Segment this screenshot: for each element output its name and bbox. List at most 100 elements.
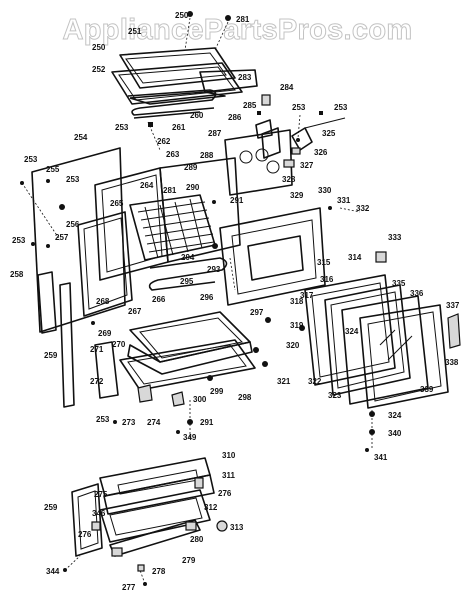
part-label: 257	[55, 233, 69, 242]
part-label: 340	[388, 429, 402, 438]
door-frame-330	[219, 207, 326, 306]
part-label: 283	[238, 73, 252, 82]
part-label: 324	[345, 327, 359, 336]
bake-element-295	[148, 257, 228, 291]
part-label: 253	[24, 155, 38, 164]
fasteners-top	[148, 11, 323, 127]
part-label: 324	[388, 411, 402, 420]
part-label: 250	[175, 11, 189, 20]
part-label: 315	[317, 258, 331, 267]
part-label: 276	[218, 489, 232, 498]
part-label: 311	[222, 471, 235, 480]
part-label: 320	[286, 341, 300, 350]
part-label: 337	[446, 301, 460, 310]
part-label: 251	[128, 27, 142, 36]
part-label: 330	[318, 186, 332, 195]
oven-side-panel-254	[31, 147, 126, 333]
part-label: 253	[66, 175, 80, 184]
part-label: 287	[208, 129, 222, 138]
part-label: 265	[110, 199, 124, 208]
part-label: 291	[230, 196, 244, 205]
part-label: 326	[314, 148, 328, 157]
part-label: 286	[228, 113, 242, 122]
door-panels-335-339	[304, 274, 449, 409]
part-label: 321	[277, 377, 291, 386]
part-label: 299	[210, 387, 224, 396]
part-label: 262	[157, 137, 171, 146]
part-label: 344	[46, 567, 60, 576]
broiler-pan-296	[127, 311, 253, 375]
part-label: 310	[222, 451, 236, 460]
heating-element-260	[127, 89, 217, 119]
bracket-271-272	[94, 341, 185, 407]
broiler-frame-299	[119, 339, 256, 391]
part-label: 272	[90, 377, 104, 386]
part-label: 259	[44, 351, 58, 360]
part-label: 313	[230, 523, 244, 532]
part-label: 255	[46, 165, 60, 174]
part-label: 256	[66, 220, 80, 229]
part-label: 329	[290, 191, 304, 200]
drawer-hardware	[63, 477, 228, 586]
part-label: 331	[337, 196, 351, 205]
part-label: 312	[204, 503, 218, 512]
part-label: 277	[122, 583, 136, 592]
part-label: 316	[320, 275, 334, 284]
part-label: 295	[180, 277, 194, 286]
part-label: 327	[300, 161, 314, 170]
part-label-group: 250 281 251 250 252 283 260 261 253 284 …	[10, 11, 460, 592]
part-label: 288	[200, 151, 214, 160]
side-trim-259	[37, 271, 75, 408]
drawer-panel-312	[99, 489, 211, 543]
part-label: 289	[184, 163, 198, 172]
part-label: 278	[152, 567, 166, 576]
hinge-338	[447, 313, 461, 349]
part-label: 263	[166, 150, 180, 159]
part-label: 297	[250, 308, 264, 317]
part-label: 268	[96, 297, 110, 306]
part-label: 322	[308, 377, 322, 386]
part-label: 261	[172, 123, 186, 132]
part-label: 270	[112, 340, 126, 349]
part-label: 346	[92, 509, 106, 518]
part-label: 341	[374, 453, 388, 462]
part-label: 349	[183, 433, 197, 442]
part-label: 279	[182, 556, 196, 565]
part-label: 276	[78, 530, 92, 539]
drawer-front-259	[71, 483, 103, 557]
clip-333	[375, 251, 387, 263]
part-label: 332	[356, 204, 370, 213]
part-label: 258	[10, 270, 24, 279]
part-label: 291	[200, 418, 214, 427]
part-label: 250	[92, 43, 106, 52]
part-label: 294	[181, 253, 195, 262]
part-label: 298	[238, 393, 252, 402]
part-label: 253	[12, 236, 26, 245]
part-label: 339	[420, 385, 434, 394]
part-label: 273	[122, 418, 136, 427]
part-label: 253	[115, 123, 129, 132]
part-label: 335	[392, 279, 406, 288]
part-label: 333	[388, 233, 402, 242]
part-label: 281	[236, 15, 250, 24]
part-label: 269	[98, 329, 112, 338]
part-label: 325	[322, 129, 336, 138]
part-label: 266	[152, 295, 166, 304]
oven-rack-265	[129, 194, 216, 261]
part-label: 314	[348, 253, 362, 262]
top-drip-pan	[111, 47, 243, 105]
part-label: 300	[193, 395, 207, 404]
part-label: 253	[292, 103, 306, 112]
leader-lines	[21, 17, 373, 585]
watermark: AppliancePartsPros.com	[62, 14, 413, 47]
part-label: 252	[92, 65, 106, 74]
drawer-rail-280	[109, 519, 201, 557]
part-label: 296	[200, 293, 214, 302]
broiler-element-bracket	[129, 69, 258, 105]
oven-door-267	[77, 211, 133, 317]
part-label: 275	[94, 490, 108, 499]
part-label: 293	[207, 265, 221, 274]
part-label: 323	[328, 391, 342, 400]
part-label: 290	[186, 183, 200, 192]
